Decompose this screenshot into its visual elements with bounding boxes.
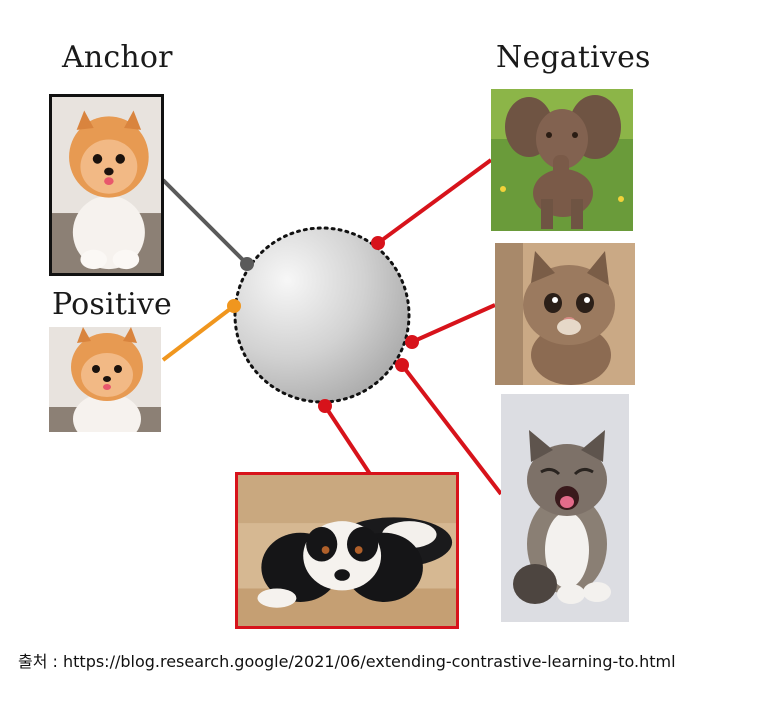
anchor-connector <box>161 178 249 266</box>
negative-image-tabby <box>501 394 629 622</box>
negative-connector-kitten <box>411 303 496 344</box>
anchor-title: Anchor <box>62 40 173 75</box>
anchor-point <box>240 257 254 271</box>
negative-point-dog <box>318 399 332 413</box>
negative-point-elephant <box>371 236 385 250</box>
negatives-title: Negatives <box>496 40 651 75</box>
negative-point-tabby <box>395 358 409 372</box>
negative-connector-tabby <box>400 363 503 496</box>
anchor-image <box>49 94 164 276</box>
positive-image <box>49 327 161 432</box>
positive-point <box>227 299 241 313</box>
negative-connector-dog <box>323 404 372 476</box>
negative-connector-elephant <box>376 158 493 245</box>
negative-image-dog <box>235 472 459 629</box>
embedding-sphere <box>233 226 411 404</box>
source-caption: 출처 : https://blog.research.google/2021/0… <box>18 652 676 671</box>
negative-image-kitten <box>495 243 635 385</box>
positive-title: Positive <box>52 287 172 322</box>
negative-image-elephant <box>491 89 633 231</box>
negative-point-kitten <box>405 335 419 349</box>
positive-connector <box>161 304 236 362</box>
